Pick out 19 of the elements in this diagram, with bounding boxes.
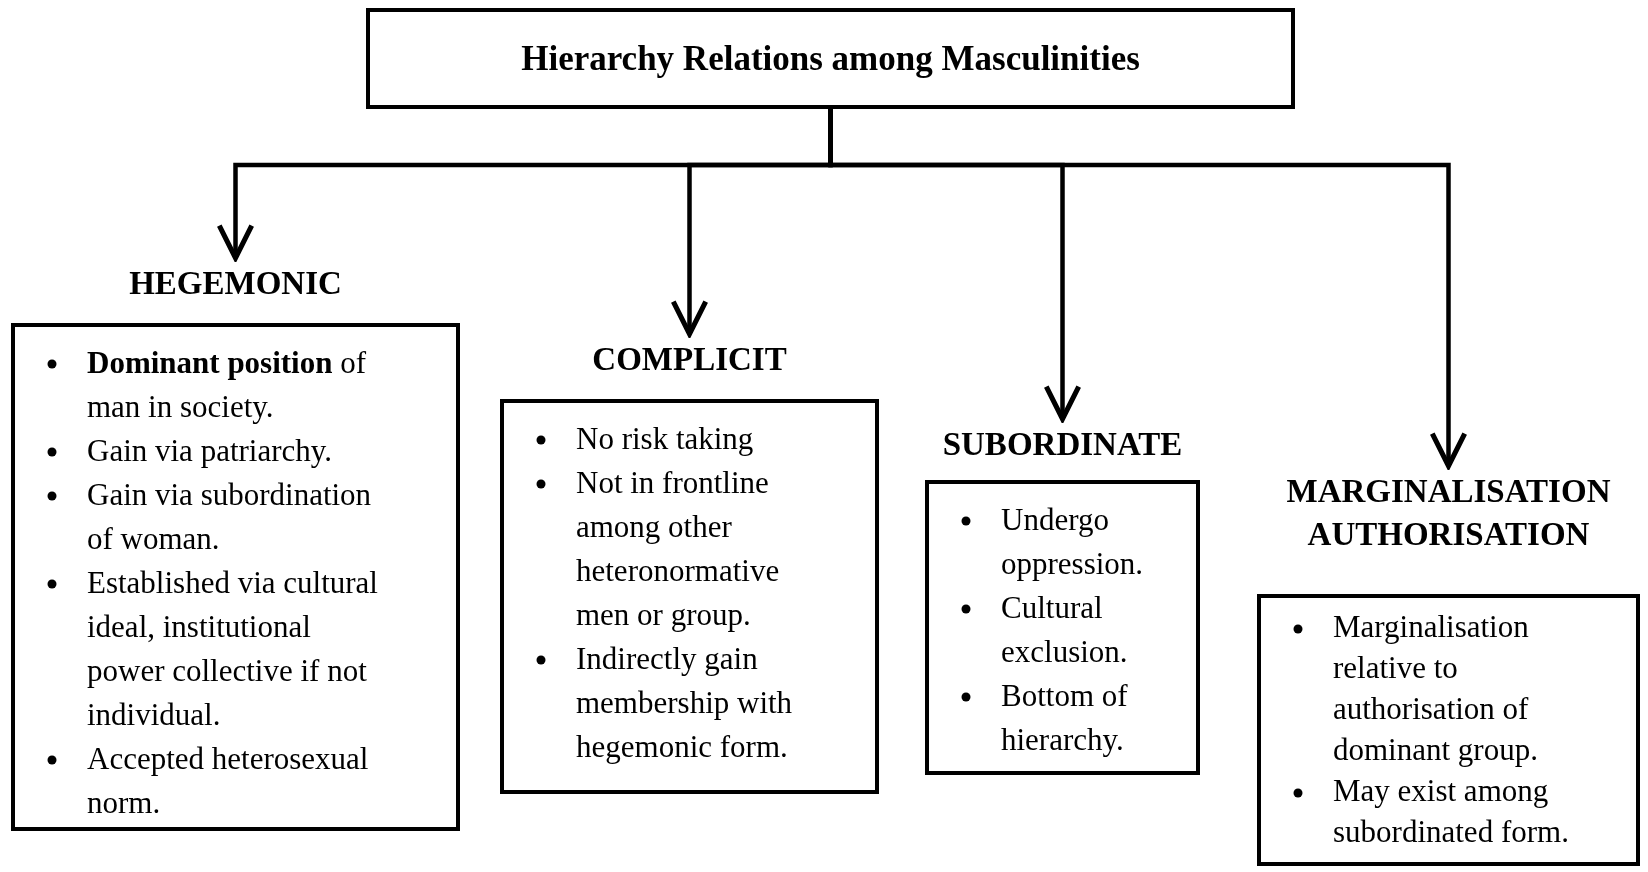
bullet-point: Accepted heterosexual norm. [87,740,370,822]
category-heading: COMPLICIT [591,340,788,379]
category-heading: MARGINALISATION AUTHORISATION [1285,472,1612,554]
bullet-point: Not in frontline among other heteronormative men or group. [576,464,781,634]
bullet-point: No risk taking [576,420,755,458]
bullet-point: Dominant position of man in society. [87,344,368,426]
bullet-point: May exist among subordinated form. [1333,772,1570,851]
bullet-point: Established via cultural ideal, institutional power collective if not individual. [87,564,379,734]
bullet-point: Gain via subordination of woman. [87,476,373,558]
title-text: Hierarchy Relations among Masculinities [521,38,1140,79]
bullet-point: Bottom of hierarchy. [1001,677,1129,759]
bullet-point: Gain via patriarchy. [87,432,334,470]
category-heading: SUBORDINATE [941,425,1184,464]
bullet-point: Undergo oppression. [1001,501,1145,583]
bullet-point: Cultural exclusion. [1001,589,1129,671]
title-box [366,8,1295,109]
bullet-point: Indirectly gain membership with hegemonic form. [576,640,794,766]
category-heading: HEGEMONIC [128,264,343,303]
bullet-point: Marginalisation relative to authorisation of dominant group. [1333,608,1539,769]
